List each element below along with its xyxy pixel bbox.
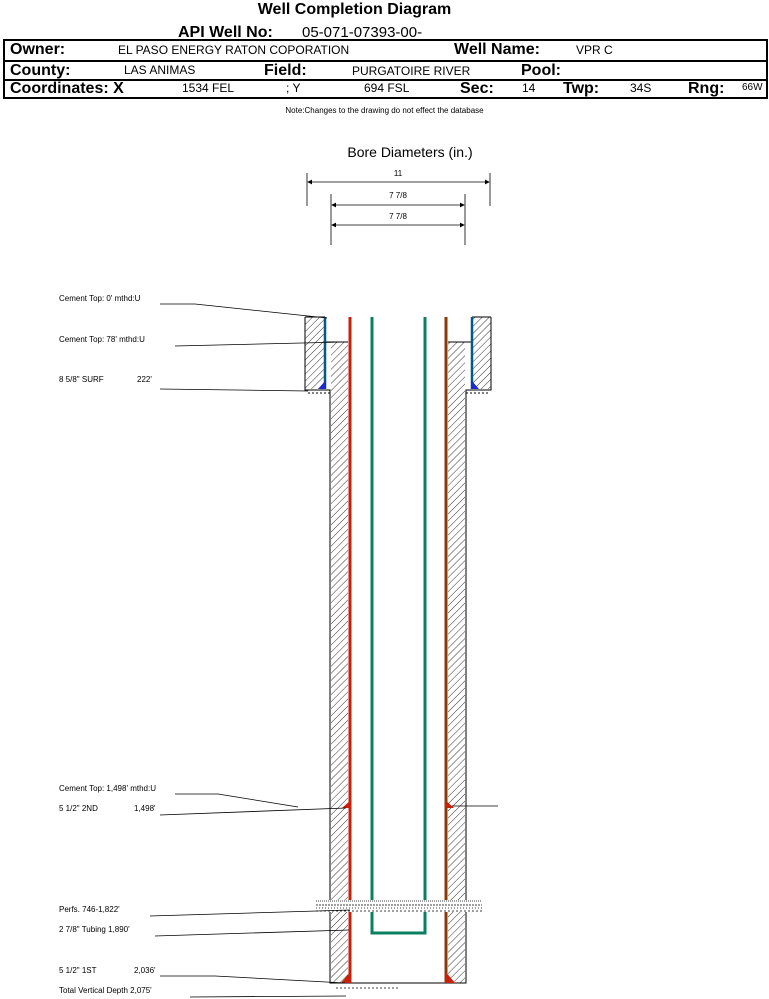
rng-label: Rng: xyxy=(688,80,725,97)
header-border xyxy=(3,39,5,99)
bore-dim-label: 11 xyxy=(394,169,403,178)
api-value: 05-071-07393-00- xyxy=(302,24,423,41)
tubing-string xyxy=(370,317,427,935)
label-2nd-depth: 1,498' xyxy=(134,804,156,813)
label-cement-top-1498: Cement Top: 1,498' mthd:U xyxy=(59,784,156,793)
wellname-label: Well Name: xyxy=(454,41,540,58)
header-border xyxy=(766,39,768,99)
twp-value: 34S xyxy=(630,81,652,95)
pool-label: Pool: xyxy=(521,62,561,79)
bore-title: Bore Diameters (in.) xyxy=(347,144,472,160)
surface-shoe-left xyxy=(318,380,326,389)
wellname-value: VPR C xyxy=(576,43,613,57)
coord-label: Coordinates: X xyxy=(10,80,124,97)
owner-value: EL PASO ENERGY RATON COPORATION xyxy=(118,43,350,57)
bore-dimensions: 11 7 7/8 7 7/8 xyxy=(306,169,491,245)
api-label: API Well No: xyxy=(178,24,273,41)
coord-x-value: 1534 FEL xyxy=(182,81,235,95)
label-2nd-casing: 5 1/2" 2ND xyxy=(59,804,98,813)
leader-lines xyxy=(149,303,498,998)
sec-label: Sec: xyxy=(460,80,494,97)
label-surf-casing: 8 5/8" SURF xyxy=(59,375,104,384)
field-value: PURGATOIRE RIVER xyxy=(352,64,471,78)
sec-value: 14 xyxy=(522,81,536,95)
county-label: County: xyxy=(10,62,71,79)
header-rule xyxy=(3,39,768,41)
page-title: Well Completion Diagram xyxy=(257,1,452,18)
label-1st-depth: 2,036' xyxy=(134,966,156,975)
coord-y-label: ; Y xyxy=(286,81,301,95)
label-surf-depth: 222' xyxy=(137,375,152,384)
twp-label: Twp: xyxy=(563,80,600,97)
label-1st-casing: 5 1/2" 1ST xyxy=(59,966,97,975)
label-total-depth: Total Vertical Depth 2,075' xyxy=(59,986,152,995)
note-text: Note:Changes to the drawing do not effec… xyxy=(285,106,484,115)
label-cement-top-0: Cement Top: 0' mthd:U xyxy=(59,294,141,303)
label-cement-top-78: Cement Top: 78' mthd:U xyxy=(59,335,145,344)
rng-value: 66W xyxy=(742,82,763,93)
cement-hatch xyxy=(305,317,491,983)
owner-label: Owner: xyxy=(10,41,66,58)
bore-dim-label: 7 7/8 xyxy=(389,212,407,221)
surface-shoe-right xyxy=(471,380,479,389)
header-rule xyxy=(3,79,768,81)
label-perfs: Perfs. 746-1,822' xyxy=(59,905,120,914)
bore-dim-label: 7 7/8 xyxy=(389,191,407,200)
label-tubing: 2 7/8" Tubing 1,890' xyxy=(59,925,130,934)
header-rule xyxy=(3,97,768,99)
casing-shoe-2nd-left xyxy=(342,800,351,808)
casing-shoe-1st-right xyxy=(445,971,455,983)
coord-y-value: 694 FSL xyxy=(364,81,410,95)
perforation-zone xyxy=(316,900,482,912)
header-rule xyxy=(3,60,768,62)
casing-shoe-1st-left xyxy=(341,971,351,983)
casing-shoe-2nd-right xyxy=(445,800,454,808)
county-value: LAS ANIMAS xyxy=(124,63,196,77)
field-label: Field: xyxy=(264,62,307,79)
